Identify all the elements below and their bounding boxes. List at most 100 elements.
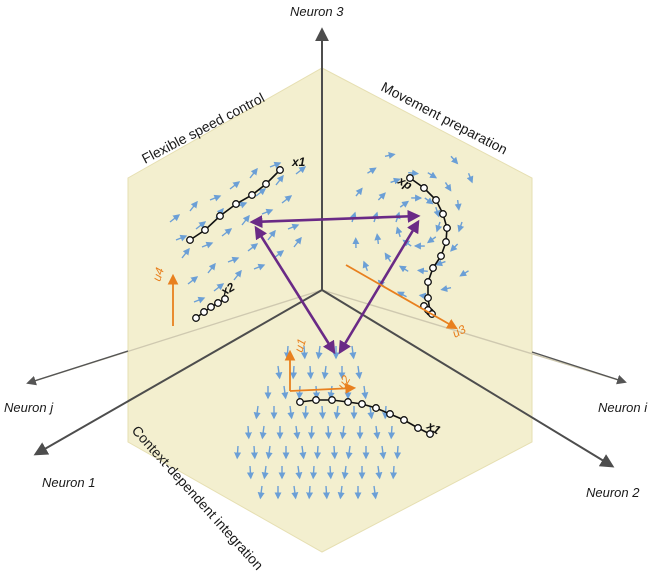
flow-arrow-speed bbox=[227, 256, 240, 264]
flow-arrow-preparation bbox=[427, 171, 438, 179]
flow-arrow-integration bbox=[265, 445, 273, 460]
transition-arrows bbox=[249, 209, 421, 355]
flow-arrow-preparation bbox=[466, 172, 474, 184]
flow-arrow-integration bbox=[339, 425, 347, 440]
flow-arrow-integration bbox=[326, 465, 334, 480]
flow-arrow-integration bbox=[345, 445, 353, 460]
flow-arrow-speed bbox=[193, 296, 206, 304]
flow-arrow-preparation bbox=[367, 167, 377, 175]
label-u2: u2 bbox=[334, 373, 353, 392]
flow-arrow-integration bbox=[296, 385, 304, 400]
flow-arrow-speed bbox=[181, 247, 190, 259]
flow-arrow-speed bbox=[249, 167, 258, 179]
flow-arrow-preparation bbox=[416, 267, 428, 275]
flow-arrow-preparation bbox=[459, 269, 469, 277]
label-neuron-2: Neuron 2 bbox=[586, 485, 640, 500]
flow-arrow-integration bbox=[390, 465, 398, 480]
transition-prep-to-integration bbox=[338, 219, 420, 355]
flow-arrow-integration bbox=[371, 485, 379, 500]
trajectory-integration-x1-point bbox=[358, 400, 366, 408]
flow-arrow-speed bbox=[195, 221, 207, 230]
trajectory-integration-x1-point bbox=[386, 410, 394, 418]
flow-arrow-integration bbox=[306, 485, 314, 500]
label-u1: u1 bbox=[292, 337, 309, 354]
label-u4: u4 bbox=[150, 266, 168, 283]
flow-arrow-integration bbox=[275, 365, 283, 380]
trajectory-speed-x1-point bbox=[248, 191, 256, 199]
trajectory-preparation-xp-point bbox=[429, 264, 437, 272]
flow-arrow-integration bbox=[330, 445, 338, 460]
trajectory-preparation-xp-point bbox=[424, 278, 432, 286]
flow-arrow-speed bbox=[275, 174, 284, 186]
flow-arrow-preparation bbox=[450, 243, 459, 252]
flow-arrow-speed bbox=[255, 188, 267, 197]
flow-arrow-integration bbox=[375, 465, 383, 480]
flow-arrow-integration bbox=[394, 445, 402, 460]
flow-arrow-integration bbox=[302, 405, 310, 420]
trajectory-speed-x2-point bbox=[200, 308, 208, 316]
flow-arrow-integration bbox=[261, 465, 269, 480]
flow-arrow-integration bbox=[287, 405, 295, 420]
trajectory-speed-x2-point bbox=[221, 295, 229, 303]
flow-arrow-integration bbox=[253, 405, 261, 420]
label-state-x2-speed: x2 bbox=[218, 280, 238, 299]
flow-arrow-integration bbox=[314, 445, 322, 460]
axis-neuron-i-outer bbox=[531, 351, 627, 385]
flow-arrow-integration bbox=[355, 365, 363, 380]
flow-arrow-preparation bbox=[435, 259, 446, 267]
trajectory-preparation-xp-point bbox=[406, 174, 414, 182]
flow-arrow-preparation bbox=[457, 221, 465, 233]
trajectory-integration-x1 bbox=[299, 399, 431, 435]
flow-arrow-integration bbox=[337, 485, 345, 500]
flow-arrow-preparation bbox=[390, 177, 401, 185]
flow-arrow-integration bbox=[291, 485, 299, 500]
trajectory-integration-x1-point bbox=[400, 416, 408, 424]
trajectory-speed-x1-point bbox=[232, 200, 240, 208]
flow-arrow-integration bbox=[308, 425, 316, 440]
flow-arrow-integration bbox=[388, 425, 396, 440]
flow-arrow-speed bbox=[233, 269, 242, 281]
trajectory-speed-x2-point bbox=[192, 314, 200, 322]
trajectory-preparation-xp-point bbox=[442, 238, 450, 246]
flow-arrow-preparation bbox=[454, 199, 462, 211]
flow-arrow-speed bbox=[213, 283, 225, 292]
flow-arrow-integration bbox=[379, 445, 387, 460]
trajectory-speed-x2-point bbox=[214, 299, 222, 307]
label-neuron-1: Neuron 1 bbox=[42, 475, 95, 490]
flow-arrow-integration bbox=[322, 485, 330, 500]
flow-arrow-speed bbox=[187, 276, 199, 285]
trajectory-speed-x1-point bbox=[276, 166, 284, 174]
flow-arrow-integration bbox=[281, 385, 289, 400]
flow-arrow-preparation bbox=[435, 221, 443, 233]
flow-arrow-preparation bbox=[355, 187, 363, 197]
trajectory-preparation-xp-point bbox=[420, 184, 428, 192]
trajectory-integration-x1-point bbox=[312, 396, 320, 404]
input-u3-arrow bbox=[345, 264, 458, 330]
flow-arrow-integration bbox=[234, 445, 242, 460]
label-state-xp: xp bbox=[395, 173, 415, 193]
trajectory-speed-x1-point bbox=[216, 212, 224, 220]
flow-arrow-speed bbox=[269, 161, 282, 169]
flow-arrow-preparation bbox=[444, 182, 452, 192]
flow-arrow-speed bbox=[189, 200, 198, 212]
flow-arrow-integration bbox=[312, 385, 320, 400]
flow-arrow-integration bbox=[367, 405, 375, 420]
flow-arrow-integration bbox=[293, 425, 301, 440]
label-neuron-i: Neuron i bbox=[598, 400, 648, 415]
flow-arrow-speed bbox=[209, 194, 222, 202]
flow-arrow-integration bbox=[361, 385, 369, 400]
flow-arrow-integration bbox=[290, 365, 298, 380]
flow-arrow-integration bbox=[373, 425, 381, 440]
flow-arrow-integration bbox=[327, 385, 335, 400]
flow-arrow-speed bbox=[295, 166, 307, 175]
flow-arrow-integration bbox=[244, 425, 252, 440]
flow-arrow-integration bbox=[295, 465, 303, 480]
label-neuron-3: Neuron 3 bbox=[290, 4, 344, 19]
flow-arrow-integration bbox=[246, 465, 254, 480]
trajectory-integration-x1-point bbox=[296, 398, 304, 406]
flow-arrow-integration bbox=[341, 465, 349, 480]
flow-arrow-speed bbox=[281, 195, 293, 204]
transition-speed-to-integration bbox=[254, 225, 336, 355]
